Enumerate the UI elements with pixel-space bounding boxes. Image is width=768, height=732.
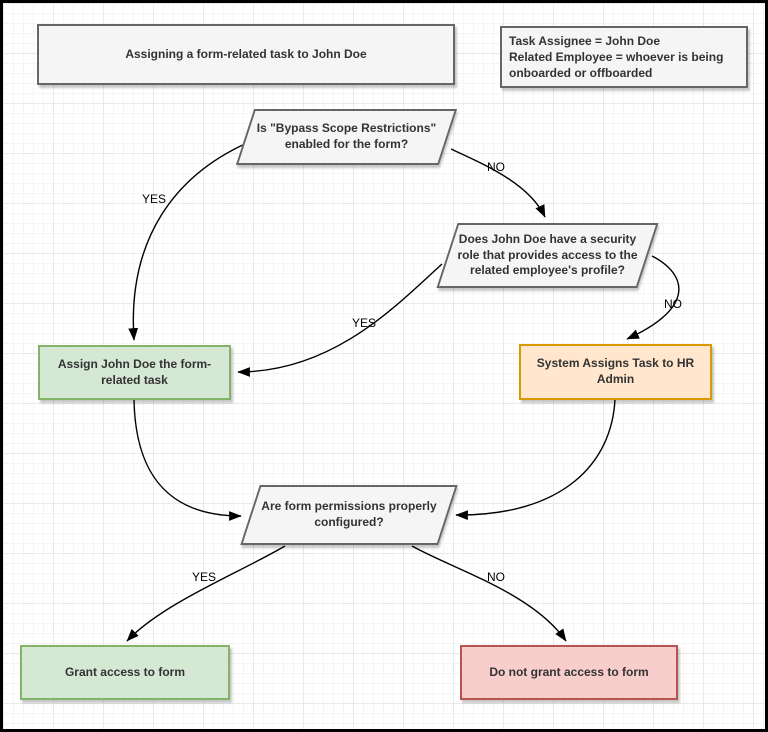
node-deny-access: Do not grant access to form xyxy=(460,645,678,700)
edge-bypass-yes xyxy=(128,142,248,341)
decision-bypass-scope-label: Is "Bypass Scope Restrictions" enabled f… xyxy=(256,121,437,151)
note-line-assignee: Task Assignee = John Doe xyxy=(509,34,661,48)
edge-permissions-yes xyxy=(126,545,286,642)
edge-label-permissions-no: NO xyxy=(487,570,505,584)
decision-bypass-scope: Is "Bypass Scope Restrictions" enabled f… xyxy=(235,109,458,165)
decision-form-permissions: Are form permissions properly configured… xyxy=(240,485,458,545)
edge-hradmin-to-permissions xyxy=(455,398,616,521)
title-box-label: Assigning a form-related task to John Do… xyxy=(125,46,367,61)
edge-label-security-yes: YES xyxy=(351,316,377,330)
note-box-text: Task Assignee = John Doe Related Employe… xyxy=(502,28,746,86)
node-hr-admin-label: System Assigns Task to HR Admin xyxy=(536,356,695,386)
node-grant-access: Grant access to form xyxy=(20,645,230,700)
decision-security-role: Does John Doe have a security role that … xyxy=(436,223,659,288)
note-box: Task Assignee = John Doe Related Employe… xyxy=(500,26,748,88)
edge-label-bypass-yes: YES xyxy=(141,192,167,206)
node-grant-access-label: Grant access to form xyxy=(64,664,186,679)
node-assign-task: Assign John Doe the form-related task xyxy=(38,345,231,400)
node-assign-task-label: Assign John Doe the form-related task xyxy=(57,356,212,387)
edge-assign-to-permissions xyxy=(133,398,242,521)
node-hr-admin: System Assigns Task to HR Admin xyxy=(519,344,712,400)
edge-label-permissions-yes: YES xyxy=(191,570,217,584)
decision-security-role-label: Does John Doe have a security role that … xyxy=(457,232,638,278)
title-box: Assigning a form-related task to John Do… xyxy=(37,24,455,85)
edge-label-security-no: NO xyxy=(664,297,682,311)
note-line-related-employee: Related Employee = whoever is being onbo… xyxy=(509,50,724,81)
node-deny-access-label: Do not grant access to form xyxy=(489,664,649,679)
edge-label-bypass-no: NO xyxy=(487,160,505,174)
edge-permissions-no xyxy=(411,545,567,642)
decision-form-permissions-label: Are form permissions properly configured… xyxy=(261,499,437,529)
edge-security-yes xyxy=(237,263,443,377)
